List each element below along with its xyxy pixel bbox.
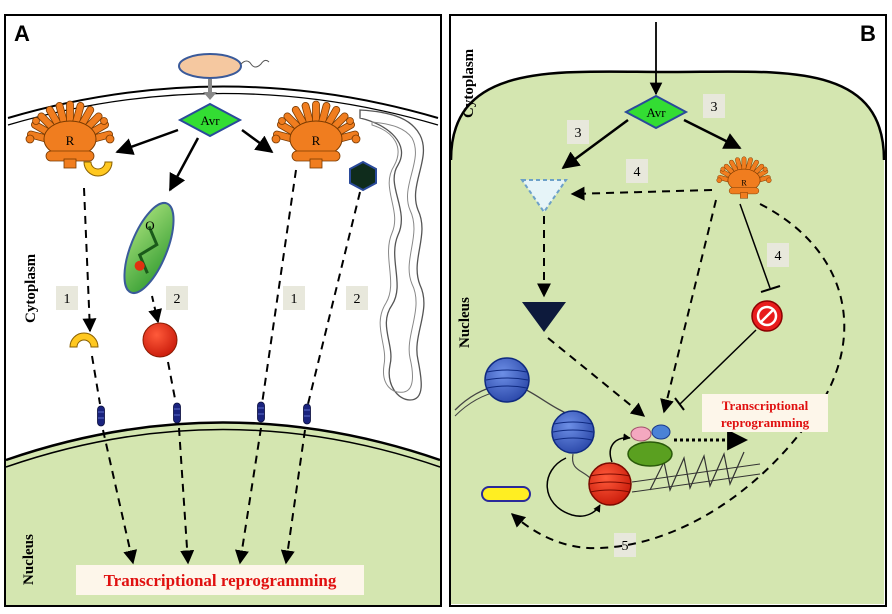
panel-b-nucleus-label: Nucleus bbox=[457, 297, 473, 348]
dna-helix bbox=[649, 451, 745, 492]
panel-a-cytoplasm-label: Cytoplasm bbox=[23, 253, 39, 323]
panel-b-cytoplasm-label: Cytoplasm bbox=[461, 48, 477, 118]
dashed-triangle-to-tf bbox=[547, 337, 646, 417]
dashed-path-1a bbox=[82, 187, 97, 333]
svg-text:3: 3 bbox=[711, 100, 718, 115]
panel-a-effector-label: Avr bbox=[200, 113, 220, 128]
nuclear-pore-icon bbox=[303, 403, 311, 425]
released-guardee bbox=[69, 332, 99, 348]
guardee-protein bbox=[83, 161, 113, 177]
arrow-avr-to-triangle bbox=[561, 118, 629, 170]
nucleosome-icon bbox=[484, 357, 530, 403]
nucleus-region bbox=[451, 71, 884, 604]
dashed-r-to-triangle bbox=[570, 186, 713, 201]
step-label-box: 2 bbox=[346, 286, 368, 310]
dashed-into-nucleus bbox=[235, 427, 262, 565]
dashed-into-nucleus bbox=[178, 427, 195, 565]
panel-b-output-line2: reprogramming bbox=[721, 415, 810, 430]
bacterium-icon bbox=[178, 53, 270, 100]
panel-b-letter: B bbox=[860, 21, 876, 46]
arrow-avr-to-left-r bbox=[115, 128, 179, 155]
active-triangle-icon bbox=[522, 302, 566, 332]
step-label-box: 2 bbox=[166, 286, 188, 310]
effector-diamond-icon: Avr bbox=[623, 94, 689, 130]
inactive-triangle-icon bbox=[520, 179, 568, 214]
panel-a-receptor-right-label: R bbox=[312, 133, 321, 148]
nuclear-pore-icon bbox=[173, 402, 181, 424]
inhibition-line bbox=[739, 203, 771, 289]
er-membrane bbox=[359, 109, 425, 401]
receptor-icon: R bbox=[25, 100, 115, 169]
repressor-icon bbox=[588, 462, 632, 506]
panel-a-letter: A bbox=[14, 21, 30, 46]
nucleosome-icon bbox=[551, 410, 595, 454]
curved-arrow bbox=[609, 433, 631, 463]
step-label-box: 4 bbox=[767, 243, 789, 267]
dashed-path-1b bbox=[261, 169, 297, 405]
effector-diamond-icon: Avr bbox=[177, 102, 243, 138]
step-label-box: 5 bbox=[614, 533, 636, 557]
dashed-into-nucleus bbox=[102, 429, 138, 565]
output-box bbox=[702, 394, 828, 432]
inhibition-bar bbox=[760, 285, 781, 293]
receptor-icon: R bbox=[271, 100, 361, 169]
inhibition-bar bbox=[674, 397, 685, 411]
chloroplast-icon bbox=[123, 201, 175, 295]
step-label-box: 3 bbox=[703, 94, 725, 118]
dashed-path-2a bbox=[148, 295, 162, 324]
arrow-avr-to-receptor bbox=[683, 118, 742, 150]
svg-text:2: 2 bbox=[354, 292, 361, 307]
released-red-molecule bbox=[142, 322, 178, 358]
svg-text:1: 1 bbox=[291, 292, 298, 307]
step-label-box: 1 bbox=[56, 286, 78, 310]
panel-a-receptor-left-label: R bbox=[66, 133, 75, 148]
svg-text:3: 3 bbox=[575, 126, 582, 141]
step-label-box: 1 bbox=[283, 286, 305, 310]
panel-a-output-label: Transcriptional reprogramming bbox=[104, 571, 337, 590]
output-box bbox=[76, 565, 364, 595]
dashed-path-2a-lower bbox=[167, 361, 177, 405]
svg-text:1: 1 bbox=[64, 292, 71, 307]
receptor-icon: R bbox=[716, 156, 772, 199]
hexagon-protein bbox=[349, 160, 377, 192]
step-label-box: 3 bbox=[567, 120, 589, 144]
arrow-avr-to-organelle bbox=[168, 137, 200, 192]
panel-b: B Cytoplasm Nucleus Avr R 3 bbox=[449, 14, 887, 607]
curved-arrow bbox=[546, 457, 601, 517]
svg-text:5: 5 bbox=[622, 539, 629, 554]
panel-b-effector-label: Avr bbox=[646, 105, 666, 120]
panel-a-organelle-label: O bbox=[145, 218, 154, 233]
panel-b-output-line1: Transcriptional bbox=[722, 398, 809, 413]
inhibition-icon bbox=[751, 300, 783, 332]
inhibition-line bbox=[679, 329, 757, 405]
nuclear-pore-icon bbox=[97, 405, 105, 427]
svg-text:2: 2 bbox=[174, 292, 181, 307]
nucleus-region bbox=[6, 422, 440, 605]
svg-text:4: 4 bbox=[634, 165, 641, 180]
arrow-avr-to-right-r bbox=[241, 128, 274, 154]
nuclear-pore-icon bbox=[257, 401, 265, 423]
panel-a: A Cytoplasm Nucleus Avr R R bbox=[4, 14, 442, 607]
yellow-rod-protein bbox=[481, 486, 531, 502]
svg-text:4: 4 bbox=[775, 249, 782, 264]
transcription-complex bbox=[627, 424, 673, 467]
panel-a-nucleus-label: Nucleus bbox=[21, 534, 37, 585]
step-label-box: 4 bbox=[626, 159, 648, 183]
panel-b-receptor-label: R bbox=[741, 178, 747, 187]
